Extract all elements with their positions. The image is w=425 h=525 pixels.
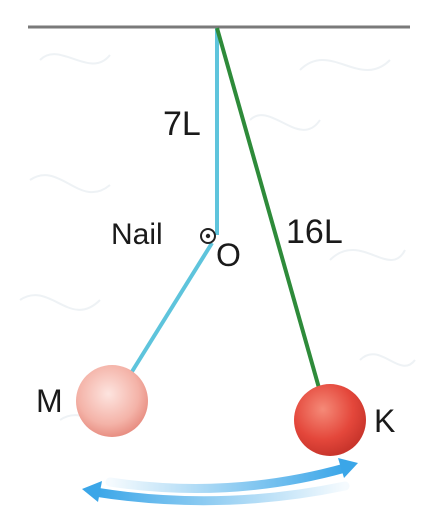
bob-m <box>76 365 148 437</box>
label-bob-k: K <box>374 403 395 439</box>
swing-arrow-icon <box>82 458 358 506</box>
label-nail: Nail <box>111 218 163 251</box>
bob-k <box>294 384 366 456</box>
watermark-background <box>19 53 416 431</box>
label-total-length: 16L <box>286 213 343 251</box>
label-pivot-o: O <box>216 237 241 273</box>
long-string <box>215 27 321 389</box>
label-bob-m: M <box>36 383 63 419</box>
nail-icon <box>200 228 216 244</box>
label-upper-length: 7L <box>163 105 201 143</box>
lower-string-segment <box>126 241 214 380</box>
